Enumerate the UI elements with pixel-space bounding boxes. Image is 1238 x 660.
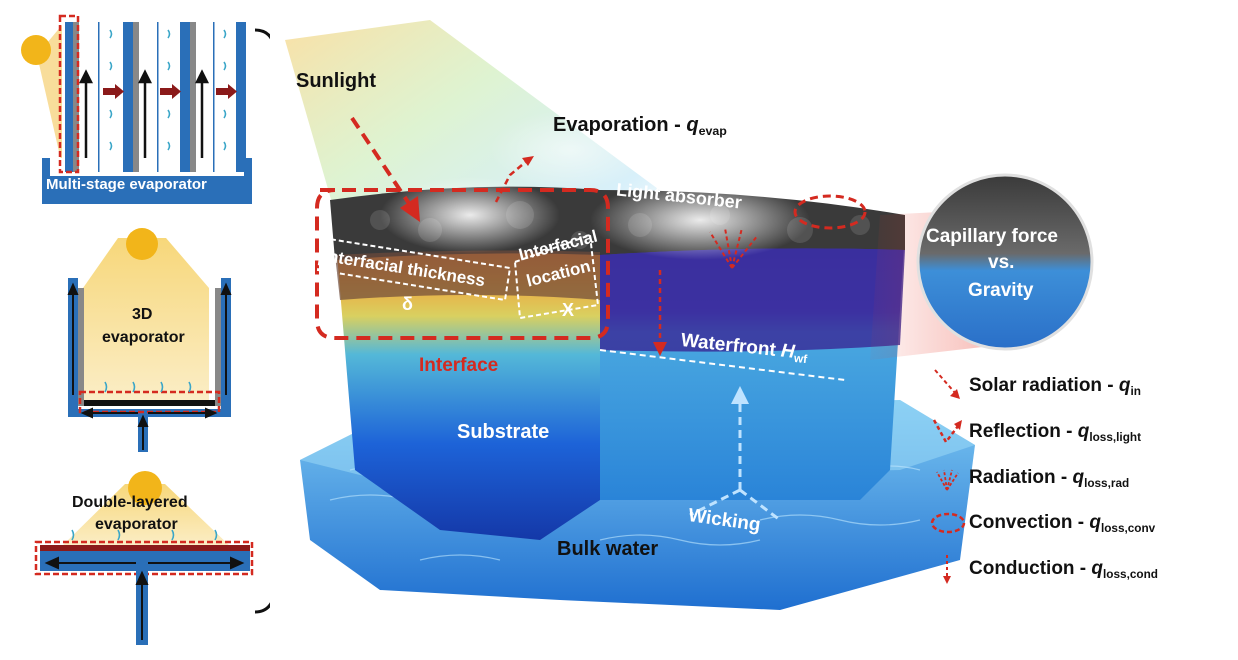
double-layered-label-line1: Double-layered [72, 494, 188, 511]
sunlight-label: Sunlight [296, 70, 376, 92]
evaporation-q: q [686, 114, 699, 136]
convection-legend-icon [930, 512, 966, 534]
x-symbol: X [562, 300, 575, 320]
block-front-face [335, 220, 600, 540]
radiation-legend-icon [936, 469, 959, 491]
reflection-legend-icon [932, 419, 962, 445]
interface-label: Interface [419, 355, 499, 376]
legend-item-label: Solar radiation - [969, 375, 1119, 396]
sun-icon [21, 35, 51, 65]
sun-icon [126, 228, 158, 260]
bulk-water-label: Bulk water [557, 538, 659, 560]
interface-highlight-box [315, 188, 610, 340]
waterfront-line [599, 349, 846, 381]
legend-icons [930, 369, 966, 584]
solar-radiation-legend-icon [934, 369, 960, 399]
legend-item-subscript: loss,cond [1103, 568, 1158, 581]
legend-item-label: Convection - [969, 512, 1090, 533]
legend-radiation: Radiation - qloss,rad [969, 467, 1129, 490]
legend-item-subscript: loss,rad [1084, 477, 1130, 490]
capillary-label-line3: Gravity [968, 280, 1034, 301]
radiation-arrows [709, 227, 759, 269]
legend-item-q: q [1091, 558, 1104, 579]
sun-icon [128, 471, 162, 505]
legend-item-subscript: loss,conv [1100, 522, 1156, 535]
legend-item-q: q [1118, 375, 1131, 396]
legend-item-label: Reflection - [969, 421, 1078, 442]
evaporation-label: Evaporation - qevap [553, 114, 727, 138]
capillary-label-line1: Capillary force [926, 226, 1058, 247]
legend-conduction: Conduction - qloss,cond [969, 558, 1158, 581]
waterfront-subscript: wf [793, 351, 808, 367]
delta-symbol: δ [402, 294, 413, 314]
substrate-label: Substrate [457, 421, 550, 443]
multi-stage-evaporator-diagram [21, 14, 252, 204]
double-layered-label-line2: evaporator [95, 516, 178, 533]
capillary-label-line2: vs. [988, 252, 1015, 273]
legend-item-q: q [1089, 512, 1101, 533]
legend-item-subscript: loss,light [1089, 431, 1141, 444]
convection-loop [793, 194, 867, 230]
legend-item-label: Radiation - [969, 467, 1073, 488]
3d-evaporator-diagram [67, 228, 232, 452]
legend-convection: Convection - qloss,conv [969, 512, 1155, 535]
double-layered-evaporator-diagram [34, 471, 254, 645]
evaporation-subscript: evap [698, 124, 727, 138]
evaporation-text: Evaporation - [553, 114, 687, 136]
reflection-arrow [494, 159, 529, 203]
legend-item-label: Conduction - [969, 558, 1092, 579]
3d-label-line1: 3D [132, 306, 153, 323]
multi-stage-label: Multi-stage evaporator [46, 176, 207, 193]
legend-reflection: Reflection - qloss,light [969, 421, 1141, 444]
capillary-zoom-circle [916, 173, 1094, 351]
legend-item-q: q [1072, 467, 1085, 488]
conduction-arrow [653, 270, 667, 356]
3d-label-line2: evaporator [102, 329, 185, 346]
solar-incoming-arrow [350, 116, 420, 222]
legend-solar-radiation: Solar radiation - qin [969, 375, 1141, 398]
conduction-legend-icon [943, 555, 951, 584]
legend-item-q: q [1077, 421, 1090, 442]
left-panels [21, 14, 270, 645]
legend-item-subscript: in [1130, 385, 1141, 398]
wicking-arrows [689, 400, 781, 522]
